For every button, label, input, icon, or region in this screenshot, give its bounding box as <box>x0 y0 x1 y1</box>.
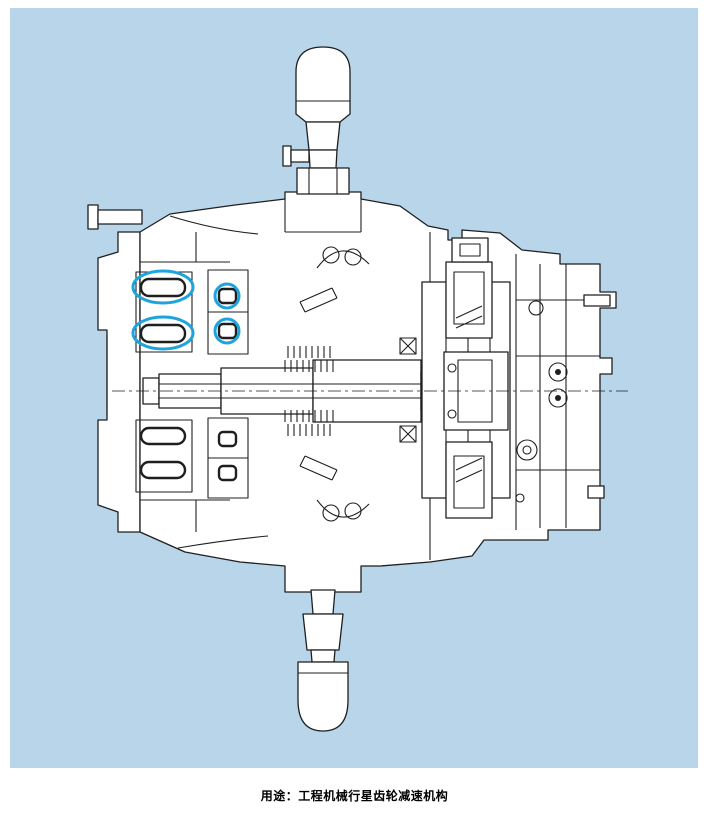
upper-planet-roller-highlight <box>213 282 241 310</box>
top-control-lever <box>282 46 351 195</box>
upper-center-bearing <box>299 246 370 313</box>
lower-center-bearing <box>299 455 370 522</box>
cross-section-diagram <box>10 8 698 768</box>
bottom-control-lever <box>297 589 349 732</box>
left-end-cover <box>87 204 143 533</box>
main-bearing-rollers <box>135 271 193 493</box>
piston-block <box>399 261 511 519</box>
upper-main-bearing-roller-highlight <box>131 269 195 305</box>
spline-teeth <box>284 346 334 436</box>
valve-block <box>451 237 611 530</box>
lower-main-bearing-roller-highlight <box>131 315 195 351</box>
planet-gears <box>207 269 249 499</box>
highlight-marks <box>131 269 241 351</box>
lower-planet-roller-highlight <box>213 317 241 345</box>
caption: 用途：工程机械行星齿轮减速机构 <box>260 789 449 803</box>
